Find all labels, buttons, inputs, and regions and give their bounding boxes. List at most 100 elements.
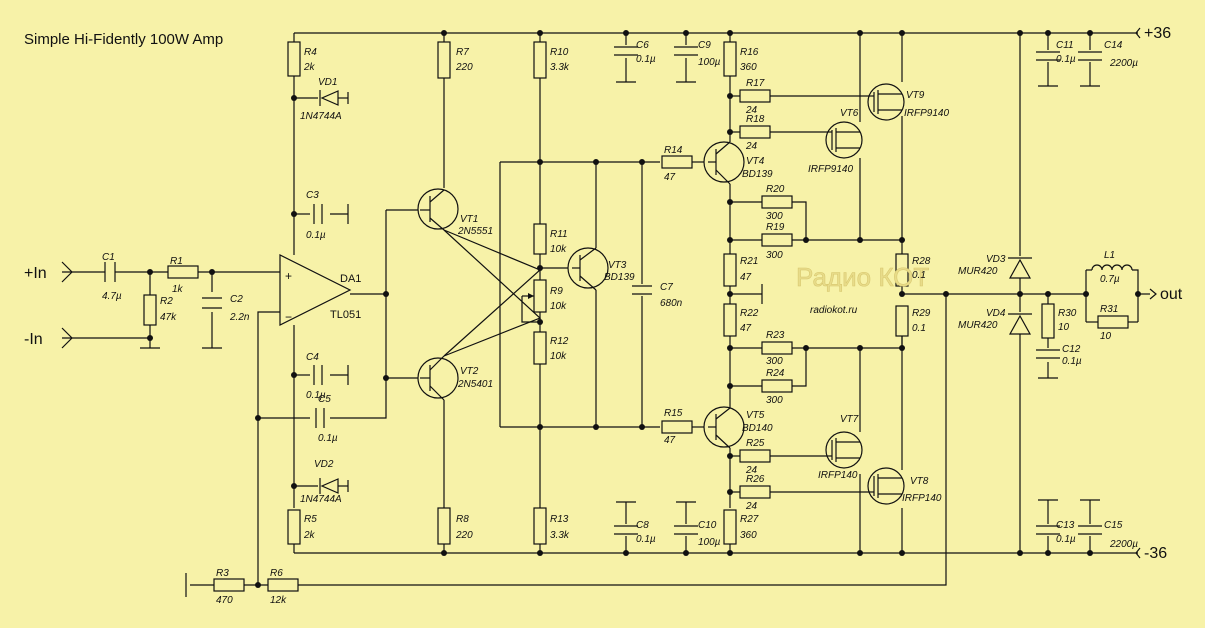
label-R27-value: 360: [740, 530, 757, 541]
watermark: Радио КОТ radiokot.ru: [796, 262, 930, 316]
label-C10-value: 100µ: [698, 537, 721, 548]
label-R10-name: R10: [550, 47, 569, 58]
label-R11-name: R11: [550, 229, 568, 240]
label-C4-name: C4: [306, 352, 319, 363]
label-R30-value: 10: [1058, 322, 1070, 333]
label-R28-value: 0.1: [912, 270, 926, 281]
schematic-title: Simple Hi-Fidently 100W Amp: [24, 31, 223, 48]
label-R19-name: R19: [766, 222, 785, 233]
label-C12-value: 0.1µ: [1062, 356, 1082, 367]
label-R17-value: 24: [745, 105, 758, 116]
label-R26-value: 24: [745, 501, 758, 512]
label-R23-value: 300: [766, 356, 783, 367]
label-L1-value: 0.7µ: [1100, 274, 1120, 285]
label-R2-name: R2: [160, 296, 173, 307]
label-C4-value: 0.1µ: [306, 390, 326, 401]
label-DA1-value: TL051: [330, 309, 361, 321]
label-VD4-value: MUR420: [958, 320, 998, 331]
wires: [62, 32, 1150, 597]
label-R19-value: 300: [766, 250, 783, 261]
label-VT7-value: IRFP140: [818, 470, 858, 481]
label-R8-name: R8: [456, 514, 469, 525]
label-R5-value: 2k: [303, 530, 316, 541]
label-R9-value: 10k: [550, 301, 567, 312]
label-R13-name: R13: [550, 514, 569, 525]
label-VT5-name: VT5: [746, 410, 765, 421]
label-R23-name: R23: [766, 330, 785, 341]
capacitors: [100, 46, 1102, 535]
label-R6-name: R6: [270, 568, 283, 579]
label-R28-name: R28: [912, 256, 931, 267]
label-C14-value: 2200µ: [1109, 58, 1138, 69]
label-C1-value: 4.7µ: [102, 291, 122, 302]
label-VT4-value: BD139: [742, 169, 773, 180]
label-VT2-name: VT2: [460, 366, 479, 377]
junction-dots: [147, 30, 1141, 588]
label-R14-value: 47: [664, 172, 676, 183]
label-C9-value: 100µ: [698, 57, 721, 68]
label-VD4-name: VD4: [986, 308, 1006, 319]
label-VT3-name: VT3: [608, 260, 627, 271]
vplus-label: +36: [1144, 25, 1171, 42]
label-L1-name: L1: [1104, 250, 1115, 261]
label-R11-value: 10k: [550, 244, 567, 255]
label-R3-name: R3: [216, 568, 229, 579]
label-C2-value: 2.2n: [229, 312, 250, 323]
label-VT3-value: BD139: [604, 272, 635, 283]
label-R14-name: R14: [664, 145, 683, 156]
terminals: +In -In +36 -36 out: [24, 25, 1183, 562]
label-R29-value: 0.1: [912, 323, 926, 334]
label-R8-value: 220: [455, 530, 473, 541]
label-VT8-name: VT8: [910, 476, 929, 487]
label-R4-value: 2k: [303, 62, 316, 73]
label-R6-value: 12k: [270, 595, 287, 606]
diodes: [319, 90, 1032, 494]
label-R22-value: 47: [740, 323, 752, 334]
label-VD3-value: MUR420: [958, 266, 998, 277]
label-C2-name: C2: [230, 294, 243, 305]
label-C5-name: C5: [318, 394, 331, 405]
label-VT1-value: 2N5551: [457, 226, 493, 237]
label-C6-value: 0.1µ: [636, 54, 656, 65]
label-C12-name: C12: [1062, 344, 1081, 355]
input-pos-label: +In: [24, 265, 47, 282]
label-R24-name: R24: [766, 368, 785, 379]
label-C6-name: C6: [636, 40, 649, 51]
label-VD1-value: 1N4744A: [300, 111, 342, 122]
label-C14-name: C14: [1104, 40, 1123, 51]
label-R27-name: R27: [740, 514, 759, 525]
label-R9-name: R9: [550, 286, 563, 297]
label-R15-value: 47: [664, 435, 676, 446]
label-R30-name: R30: [1058, 308, 1077, 319]
component-labels: C1 4.7µ R1 1k R2 47k C2 2.2n DA1 TL051 R…: [102, 40, 1138, 606]
label-C15-name: C15: [1104, 520, 1123, 531]
inductor-l1: [1091, 264, 1133, 271]
label-R16-value: 360: [740, 62, 757, 73]
label-C7-value: 680n: [660, 298, 683, 309]
watermark-url: radiokot.ru: [810, 305, 858, 316]
label-R7-name: R7: [456, 47, 469, 58]
label-C8-name: C8: [636, 520, 649, 531]
label-R12-value: 10k: [550, 351, 567, 362]
label-R25-value: 24: [745, 465, 758, 476]
label-R1-value: 1k: [172, 284, 184, 295]
label-VT9-name: VT9: [906, 90, 925, 101]
label-VT7-name: VT7: [840, 414, 859, 425]
label-R20-name: R20: [766, 184, 785, 195]
label-VT9-value: IRFP9140: [904, 108, 949, 119]
label-C11-name: C11: [1056, 40, 1074, 51]
horizontal-resistors: [167, 89, 1129, 592]
label-DA1-name: DA1: [340, 273, 361, 285]
label-VT1-name: VT1: [460, 214, 478, 225]
ground-stubs: [140, 81, 1100, 503]
label-R3-value: 470: [216, 595, 233, 606]
label-VT5-value: BD140: [742, 423, 773, 434]
label-VD3-name: VD3: [986, 254, 1006, 265]
label-C3-name: C3: [306, 190, 319, 201]
label-R1-name: R1: [170, 256, 183, 267]
label-C5-value: 0.1µ: [318, 433, 338, 444]
label-C13-name: C13: [1056, 520, 1075, 531]
label-R18-value: 24: [745, 141, 758, 152]
label-C10-name: C10: [698, 520, 717, 531]
